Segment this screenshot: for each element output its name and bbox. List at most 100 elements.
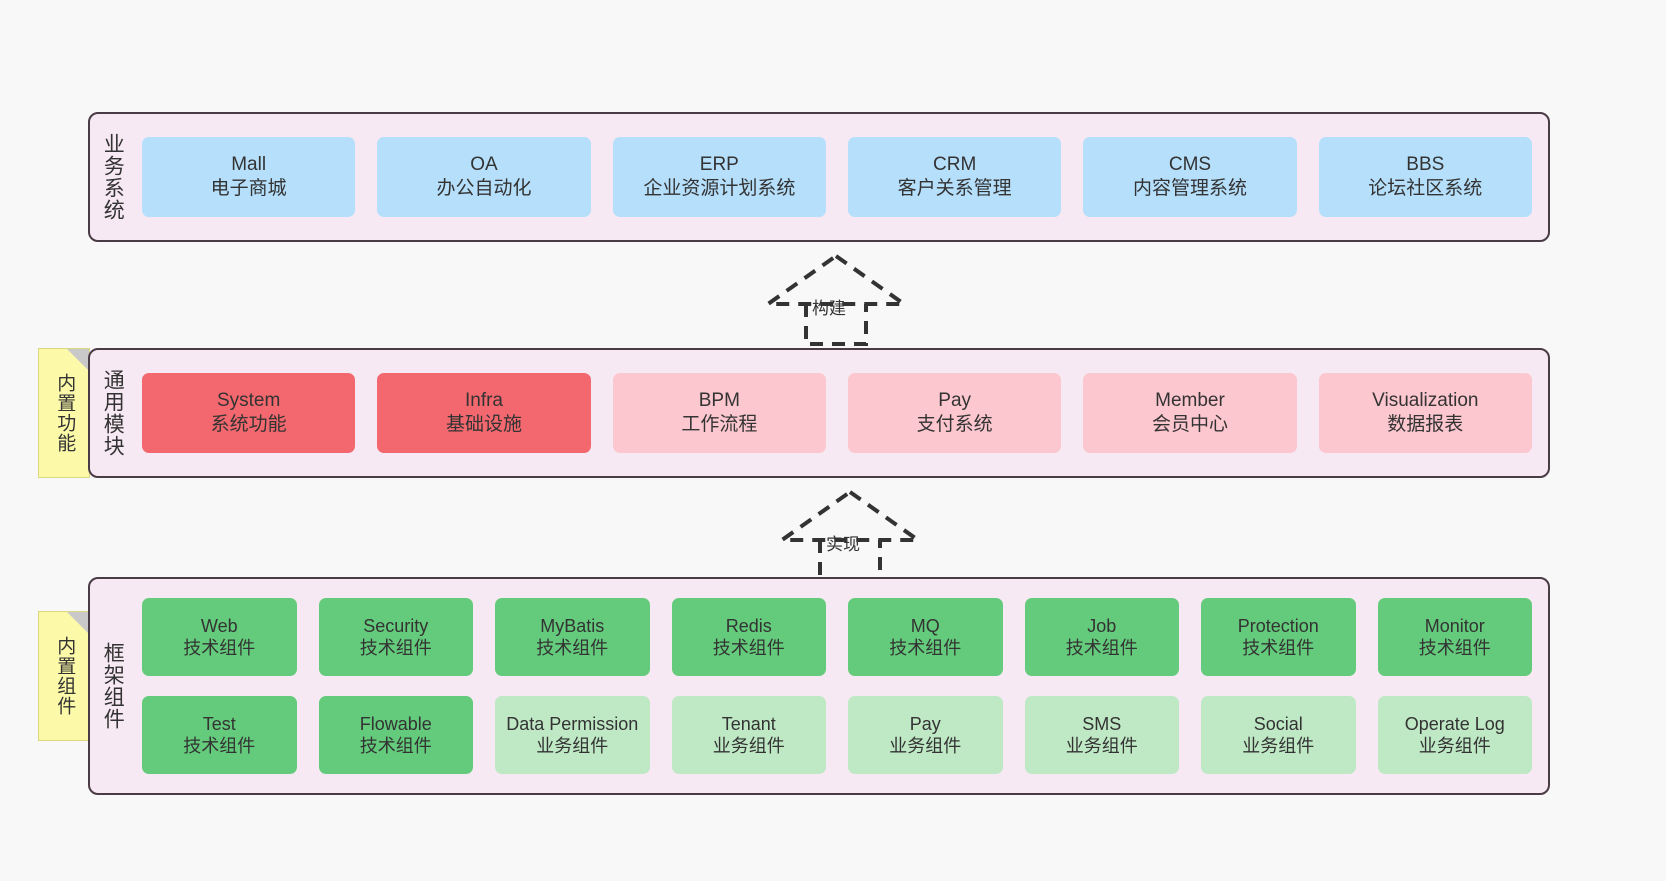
card-title: Security [363, 615, 429, 636]
layer-title-business-systems: 业务系统 [101, 133, 125, 221]
card-title: Social [1253, 713, 1303, 734]
implement-arrow-label: 实现 [826, 535, 860, 554]
note-fold-icon [67, 349, 89, 371]
layer-body-framework-components: Web 技术组件 Security 技术组件 MyBatis 技术组件 Redi… [134, 579, 1548, 793]
card-subtitle: 客户关系管理 [897, 178, 1012, 199]
card-mq[interactable]: MQ 技术组件 [848, 598, 1003, 676]
card-pay-component[interactable]: Pay 业务组件 [848, 696, 1003, 774]
card-title: Monitor [1424, 615, 1485, 636]
build-arrow-icon [761, 253, 911, 346]
card-subtitle: 电子商城 [210, 178, 287, 199]
card-row: Test 技术组件 Flowable 技术组件 Data Permission … [142, 696, 1532, 774]
card-title: Member [1155, 390, 1225, 412]
card-title: BPM [698, 390, 740, 412]
layer-framework-components[interactable]: 框架组件 Web 技术组件 Security 技术组件 MyBatis 技术组件… [88, 577, 1550, 795]
card-mybatis[interactable]: MyBatis 技术组件 [495, 598, 650, 676]
card-mall[interactable]: Mall 电子商城 [142, 137, 356, 217]
card-operate-log[interactable]: Operate Log 业务组件 [1377, 696, 1532, 774]
card-subtitle: 基础设施 [445, 414, 522, 435]
card-subtitle: 办公自动化 [436, 178, 532, 199]
layer-business-systems[interactable]: 业务系统 Mall 电子商城 OA 办公自动化 ERP 企业资源计划系统 CRM… [88, 112, 1550, 242]
card-subtitle: 技术组件 [712, 638, 785, 658]
implement-arrow: 实现 [770, 488, 930, 584]
card-subtitle: 企业资源计划系统 [643, 178, 796, 199]
card-crm[interactable]: CRM 客户关系管理 [847, 137, 1062, 217]
card-row: Web 技术组件 Security 技术组件 MyBatis 技术组件 Redi… [142, 598, 1532, 676]
card-monitor[interactable]: Monitor 技术组件 [1377, 598, 1532, 676]
layer-common-modules[interactable]: 通用模块 System 系统功能 Infra 基础设施 BPM 工作流程 Pay… [88, 348, 1550, 478]
card-title: Pay [909, 713, 941, 734]
card-title: MyBatis [540, 615, 605, 636]
card-title: System [216, 390, 281, 412]
layer-body-business-systems: Mall 电子商城 OA 办公自动化 ERP 企业资源计划系统 CRM 客户关系… [134, 114, 1548, 240]
card-subtitle: 技术组件 [1065, 638, 1138, 658]
card-subtitle: 内容管理系统 [1132, 178, 1247, 199]
card-subtitle: 论坛社区系统 [1368, 178, 1483, 199]
note-builtin-function[interactable]: 内置功能 [38, 348, 90, 478]
card-tenant[interactable]: Tenant 业务组件 [671, 696, 826, 774]
note-label: 内置组件 [54, 636, 76, 716]
card-title: BBS [1406, 154, 1445, 176]
card-subtitle: 支付系统 [916, 414, 993, 435]
card-title: Infra [464, 390, 503, 412]
card-redis[interactable]: Redis 技术组件 [671, 598, 826, 676]
card-visualization[interactable]: Visualization 数据报表 [1318, 373, 1532, 453]
card-subtitle: 系统功能 [210, 414, 287, 435]
card-sms[interactable]: SMS 业务组件 [1024, 696, 1179, 774]
card-title: Visualization [1372, 390, 1479, 412]
card-member[interactable]: Member 会员中心 [1083, 373, 1297, 453]
card-data-permission[interactable]: Data Permission 业务组件 [495, 696, 650, 774]
card-title: Test [202, 713, 236, 734]
card-subtitle: 会员中心 [1151, 414, 1228, 435]
card-bbs[interactable]: BBS 论坛社区系统 [1318, 137, 1532, 217]
card-title: Redis [725, 615, 772, 636]
note-label: 内置功能 [54, 373, 76, 453]
card-subtitle: 技术组件 [889, 638, 962, 658]
card-erp[interactable]: ERP 企业资源计划系统 [612, 137, 826, 217]
card-protection[interactable]: Protection 技术组件 [1201, 598, 1356, 676]
card-subtitle: 业务组件 [1418, 736, 1491, 756]
note-builtin-component[interactable]: 内置组件 [38, 611, 90, 741]
layer-title-common-modules: 通用模块 [101, 369, 125, 457]
build-arrow-label: 构建 [812, 299, 846, 318]
card-subtitle: 业务组件 [536, 736, 609, 756]
card-security[interactable]: Security 技术组件 [318, 598, 473, 676]
card-title: MQ [910, 615, 940, 636]
card-row: Mall 电子商城 OA 办公自动化 ERP 企业资源计划系统 CRM 客户关系… [142, 137, 1532, 217]
card-subtitle: 技术组件 [1242, 638, 1315, 658]
card-title: Web [200, 615, 238, 636]
card-subtitle: 技术组件 [536, 638, 609, 658]
card-title: Data Permission [506, 713, 639, 734]
card-subtitle: 技术组件 [359, 736, 432, 756]
card-test[interactable]: Test 技术组件 [142, 696, 297, 774]
card-subtitle: 数据报表 [1387, 414, 1464, 435]
card-title: Tenant [721, 713, 776, 734]
card-title: CRM [933, 154, 977, 176]
card-bpm[interactable]: BPM 工作流程 [612, 373, 826, 453]
card-flowable[interactable]: Flowable 技术组件 [318, 696, 473, 774]
card-pay-module[interactable]: Pay 支付系统 [847, 373, 1062, 453]
card-social[interactable]: Social 业务组件 [1201, 696, 1356, 774]
card-subtitle: 技术组件 [183, 736, 256, 756]
card-subtitle: 业务组件 [889, 736, 962, 756]
card-title: OA [470, 154, 498, 176]
card-subtitle: 业务组件 [1242, 736, 1315, 756]
card-job[interactable]: Job 技术组件 [1024, 598, 1179, 676]
card-title: CMS [1168, 154, 1212, 176]
card-subtitle: 业务组件 [1065, 736, 1138, 756]
card-system[interactable]: System 系统功能 [142, 373, 356, 453]
card-cms[interactable]: CMS 内容管理系统 [1083, 137, 1297, 217]
card-title: Pay [938, 390, 972, 412]
card-title: SMS [1082, 713, 1122, 734]
card-subtitle: 技术组件 [359, 638, 432, 658]
card-title: Flowable [359, 713, 432, 734]
layer-title-framework-components: 框架组件 [101, 642, 125, 730]
card-web[interactable]: Web 技术组件 [142, 598, 297, 676]
card-subtitle: 工作流程 [681, 414, 758, 435]
card-title: ERP [699, 154, 739, 176]
card-oa[interactable]: OA 办公自动化 [377, 137, 591, 217]
card-infra[interactable]: Infra 基础设施 [377, 373, 591, 453]
card-title: Operate Log [1404, 713, 1505, 734]
card-subtitle: 技术组件 [183, 638, 256, 658]
